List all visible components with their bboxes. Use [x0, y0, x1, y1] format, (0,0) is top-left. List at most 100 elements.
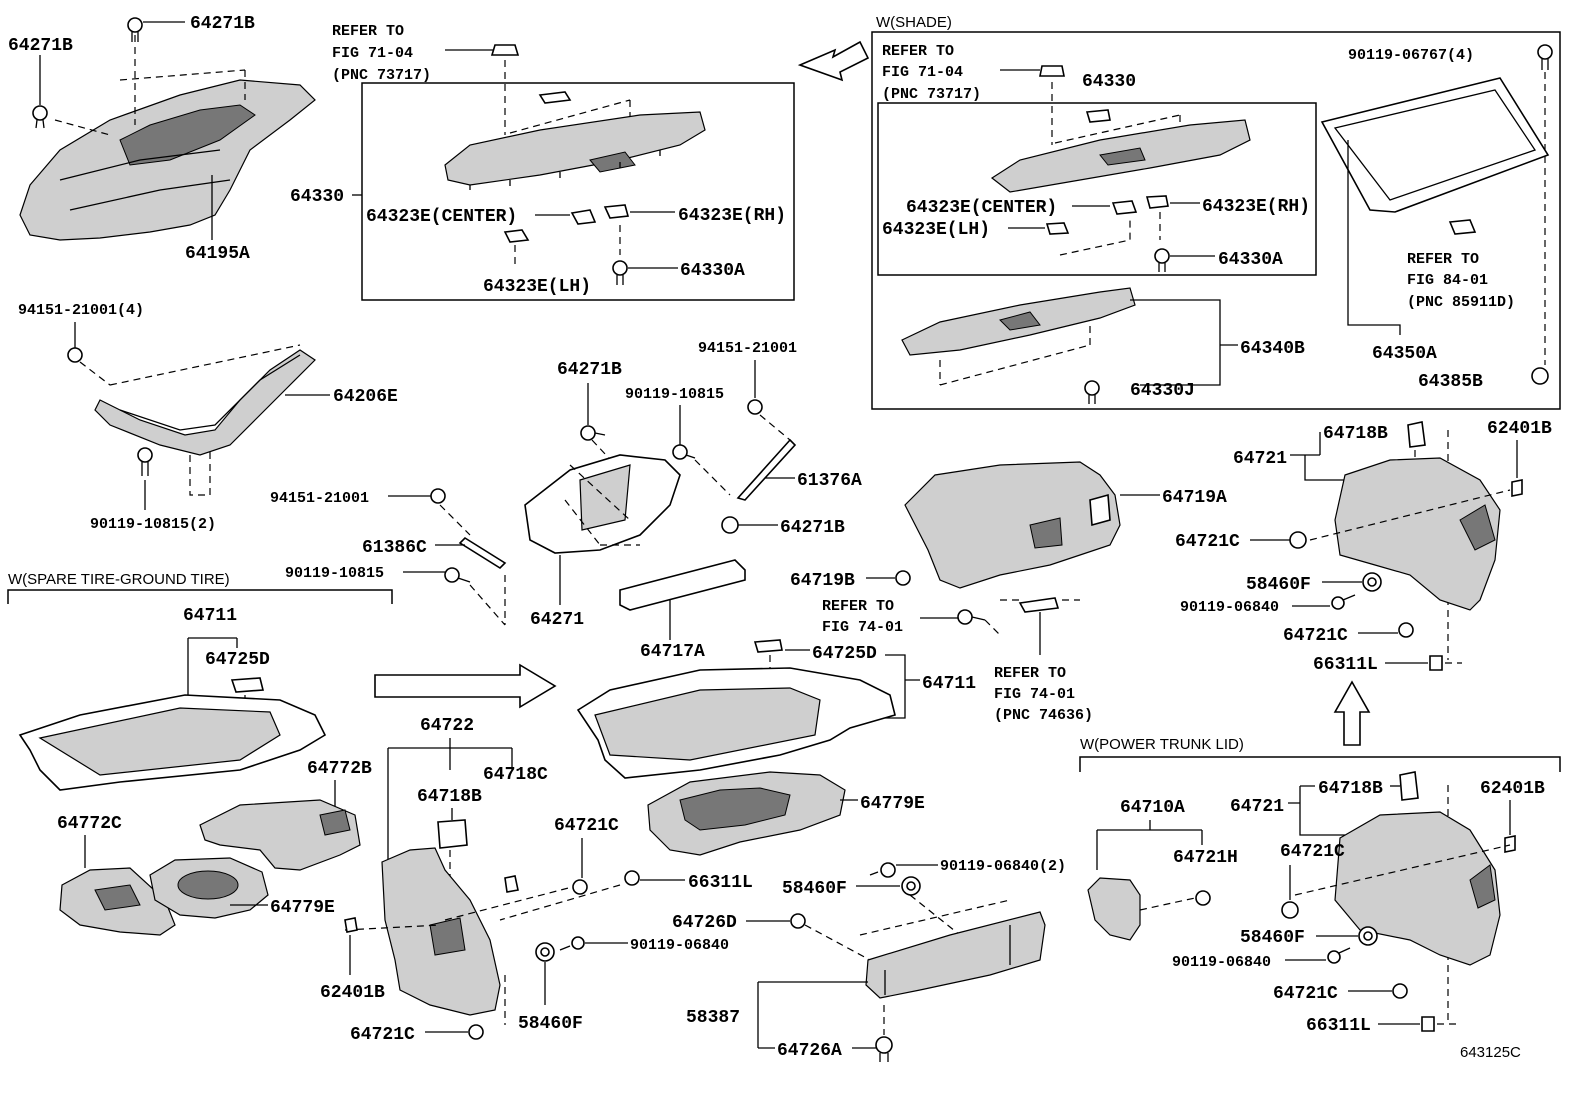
label-64772C: 64772C: [57, 814, 122, 834]
label-90119-10815-2: 90119-10815(2): [90, 516, 216, 533]
label-90119-10815: 90119-10815: [625, 386, 724, 403]
clip-icon: [32, 105, 48, 129]
part-64779E-spare: [149, 857, 269, 919]
label-64330: 64330: [290, 187, 344, 207]
part-64721-lower: [1334, 811, 1501, 966]
label-90119-06840-2: 90119-06840(2): [940, 858, 1066, 875]
label-64719A: 64719A: [1162, 488, 1227, 508]
label-64195A: 64195A: [185, 244, 250, 264]
label-fig: FIG 84-01: [1407, 272, 1488, 289]
bolt-icon: [559, 936, 585, 951]
label-64718B: 64718B: [1318, 779, 1383, 799]
part-64718B: [437, 819, 468, 849]
part-64711-mid: [576, 667, 896, 779]
bolt-icon: [1327, 947, 1351, 964]
label-64330A: 64330A: [680, 261, 745, 281]
label-64726A: 64726A: [777, 1041, 842, 1061]
label-fig: FIG 74-01: [994, 686, 1075, 703]
label-64725D: 64725D: [812, 644, 877, 664]
label-64721C: 64721C: [350, 1025, 415, 1045]
label-64330J: 64330J: [1130, 381, 1195, 401]
label-refer-to: REFER TO: [332, 23, 404, 40]
label-62401B: 62401B: [320, 983, 385, 1003]
bolt-icon: [580, 425, 606, 441]
label-64206E: 64206E: [333, 387, 398, 407]
label-64271B: 64271B: [557, 360, 622, 380]
label-64722: 64722: [420, 716, 474, 736]
clip-icon: [1398, 622, 1414, 638]
bolt-icon: [672, 444, 696, 460]
label-refer-to: REFER TO: [822, 598, 894, 615]
label-66311L: 66311L: [1313, 655, 1378, 675]
label-61386C: 61386C: [362, 538, 427, 558]
clip-icon: [721, 516, 739, 534]
spare-tire-section-header: W(SPARE TIRE-GROUND TIRE): [8, 571, 230, 588]
label-fig: FIG 71-04: [882, 64, 963, 81]
label-64721C: 64721C: [554, 816, 619, 836]
clip-icon: [572, 879, 588, 895]
part-64717A: [619, 559, 746, 611]
label-64711: 64711: [922, 674, 976, 694]
label-58460F: 58460F: [1246, 575, 1311, 595]
label-64323E-rh: 64323E(RH): [678, 206, 786, 226]
label-64271B: 64271B: [8, 36, 73, 56]
label-64323E-center: 64323E(CENTER): [906, 198, 1057, 218]
label-64721C: 64721C: [1280, 842, 1345, 862]
label-64330A: 64330A: [1218, 250, 1283, 270]
label-refer-to: REFER TO: [994, 665, 1066, 682]
part-64195A: [19, 79, 316, 241]
label-64725D: 64725D: [205, 650, 270, 670]
part-64206E: [94, 349, 316, 456]
part-58387: [865, 911, 1046, 999]
label-pnc: (PNC 73717): [882, 86, 981, 103]
label-64718B: 64718B: [1323, 424, 1388, 444]
part-61386C: [458, 536, 507, 570]
label-fig: FIG 74-01: [822, 619, 903, 636]
label-pnc: (PNC 74636): [994, 707, 1093, 724]
label-64718B: 64718B: [417, 787, 482, 807]
detail-box-64330-shade: [877, 102, 1317, 276]
label-64721: 64721: [1230, 797, 1284, 817]
label-64271: 64271: [530, 610, 584, 630]
clip-icon: [430, 488, 446, 504]
label-61376A: 61376A: [797, 471, 862, 491]
label-64721C: 64721C: [1283, 626, 1348, 646]
label-pnc: (PNC 85911D): [1407, 294, 1515, 311]
label-62401B: 62401B: [1480, 779, 1545, 799]
grommet-icon: [1362, 572, 1382, 592]
shade-section-box: [871, 31, 1561, 410]
label-64721: 64721: [1233, 449, 1287, 469]
part-64330-shade: [990, 119, 1251, 193]
label-64710A: 64710A: [1120, 798, 1185, 818]
label-66311L: 66311L: [688, 873, 753, 893]
label-64323E-lh: 64323E(LH): [483, 277, 591, 297]
grommet-icon: [535, 942, 555, 962]
label-64323E-center: 64323E(CENTER): [366, 207, 517, 227]
part-64719A: [904, 461, 1121, 589]
detail-box-64330: [361, 82, 795, 301]
label-90119-06767-4: 90119-06767(4): [1348, 47, 1474, 64]
label-90119-10815: 90119-10815: [285, 565, 384, 582]
label-64718C: 64718C: [483, 765, 548, 785]
part-64271: [524, 454, 681, 554]
label-58460F: 58460F: [782, 879, 847, 899]
grommet-icon: [901, 876, 921, 896]
label-90119-06840: 90119-06840: [1172, 954, 1271, 971]
label-64719B: 64719B: [790, 571, 855, 591]
label-64779E: 64779E: [270, 898, 335, 918]
clip-icon: [1281, 901, 1299, 919]
label-64340B: 64340B: [1240, 339, 1305, 359]
label-64330: 64330: [1082, 72, 1136, 92]
part-64340B: [901, 287, 1136, 356]
label-64721C: 64721C: [1175, 532, 1240, 552]
clip-icon: [1084, 380, 1100, 404]
label-refer-to: REFER TO: [1407, 251, 1479, 268]
label-64271B: 64271B: [190, 14, 255, 34]
arrow-right-icon: [374, 663, 557, 709]
label-58460F: 58460F: [1240, 928, 1305, 948]
part-64710A: [1087, 877, 1141, 941]
bolt-icon: [444, 567, 471, 583]
clip-icon: [957, 609, 986, 625]
label-64779E: 64779E: [860, 794, 925, 814]
